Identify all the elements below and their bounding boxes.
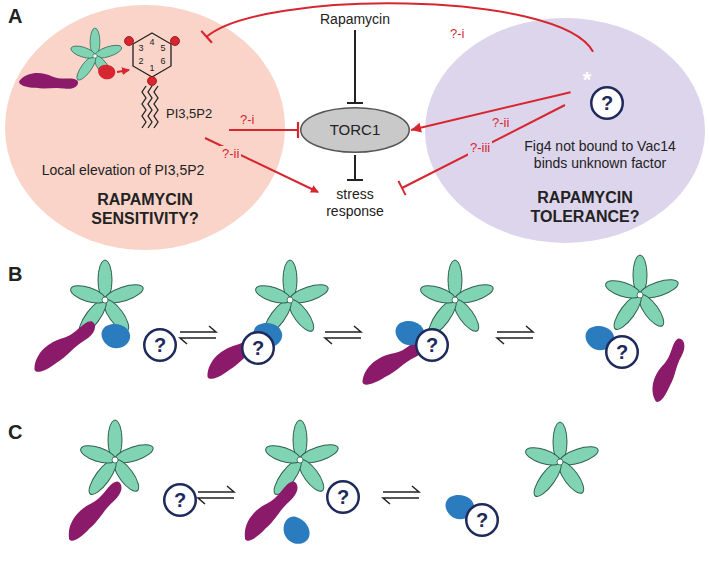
connector-line [229,129,298,131]
node-text: TORC1 [330,121,381,139]
unknown-factor-circle: ? [415,328,449,362]
lipid-tails [142,86,158,128]
vac14-protein [70,28,124,83]
inositol-ring [133,33,171,77]
pathway-label: ?-i [450,26,464,42]
fig4-protein [27,319,102,374]
circle-shape [466,504,498,536]
fab1-protein [277,512,315,549]
node-text: ? [426,333,438,357]
fig4-protein [644,337,693,404]
inhibition-bar [297,122,299,138]
fab1-protein [98,65,115,80]
vac14-protein [254,260,331,338]
vac14-protein [604,255,681,333]
ring-position-number: 6 [160,56,165,67]
circle-shape [606,336,638,368]
circle-shape [591,87,623,119]
pathway-label: ?-ii [492,115,509,131]
fig4-protein [60,480,131,544]
drug-label: Rapamycin [320,11,390,28]
regulation-connector [201,3,593,51]
fig4-stress-inhibition [398,105,565,195]
torc1-ellipse: TORC1 [300,107,410,153]
ring-position-number: 1 [149,63,154,74]
inhibition-bar [201,31,212,43]
node-text: ? [174,488,186,512]
unknown-factor-circle: ? [326,480,360,514]
circle-shape [164,484,196,516]
regulation-connector [411,92,571,132]
lavender-region: Fig4 not bound to Vac14 binds unknown fa… [425,18,705,243]
vac14-protein [264,420,341,498]
synthesis-arrow [117,70,129,72]
fig4-protein [200,326,275,381]
pink-region: Local elevation of PI3,5P2RAPAMYCIN SENS… [5,5,285,250]
arrow-head [411,123,422,133]
mutation-mark: * [583,67,592,93]
unknown-factor-circle: ? [605,335,639,369]
fig4-protein [236,480,307,544]
pi35p2-to-stress-arrow [205,138,318,192]
phosphate-dots [125,37,180,86]
unknown-factor-circle: ? [143,328,177,362]
node-text: ? [252,336,264,360]
node-text: ? [337,485,349,509]
pathway-label: ?-ii [220,146,241,162]
ellipse-shape [301,108,410,153]
node-text: ? [154,333,166,357]
ellipse-shape [5,5,285,250]
unknown-factor-circle: ? [590,86,624,120]
connector-line [411,92,571,130]
node-text: RAPAMYCIN TOLERANCE? [500,188,670,226]
fab1-protein [102,324,131,348]
rapamycin-inhibition [347,30,363,103]
node-text: ? [616,340,628,364]
node-text: RAPAMYCIN SENSITIVITY? [65,190,225,228]
circle-shape [416,329,448,361]
vac14-protein [419,260,496,338]
vac14-protein [524,422,601,500]
ellipse-shape [425,18,705,243]
node-text: Local elevation of PI3,5P2 [28,162,218,179]
circle-shape [327,481,359,513]
pathway-label: ?-i [240,112,254,128]
panel-letter: C [8,420,22,444]
panel-letter: B [8,262,22,286]
regulation-connector [229,122,298,138]
circle-shape [242,332,274,364]
unknown-factor-circle: ? [163,483,197,517]
pathway-label: ?-iii [468,140,492,156]
connector-line [207,3,593,51]
torc1-inhibition [347,155,363,180]
node-text: Fig4 not bound to Vac14 binds unknown fa… [510,138,690,172]
lipid-label: PI3,5P2 [166,106,212,122]
panel-letter: A [8,4,22,28]
vac14-protein [79,420,156,498]
process-label: stress response [315,186,395,220]
ring-position-number: 2 [138,56,143,67]
unknown-factor-circle: ? [241,331,275,365]
unknown-factor-circle: ? [465,503,499,537]
ring-position-number: 4 [149,37,154,48]
ring-position-number: 3 [138,43,143,54]
ring-position-number: 5 [160,43,165,54]
node-text: ? [476,508,488,532]
node-text: ? [601,91,613,115]
circle-shape [144,329,176,361]
fig4-protein [18,70,78,96]
equilibrium-arrows [180,326,533,504]
vac14-protein [69,260,146,338]
